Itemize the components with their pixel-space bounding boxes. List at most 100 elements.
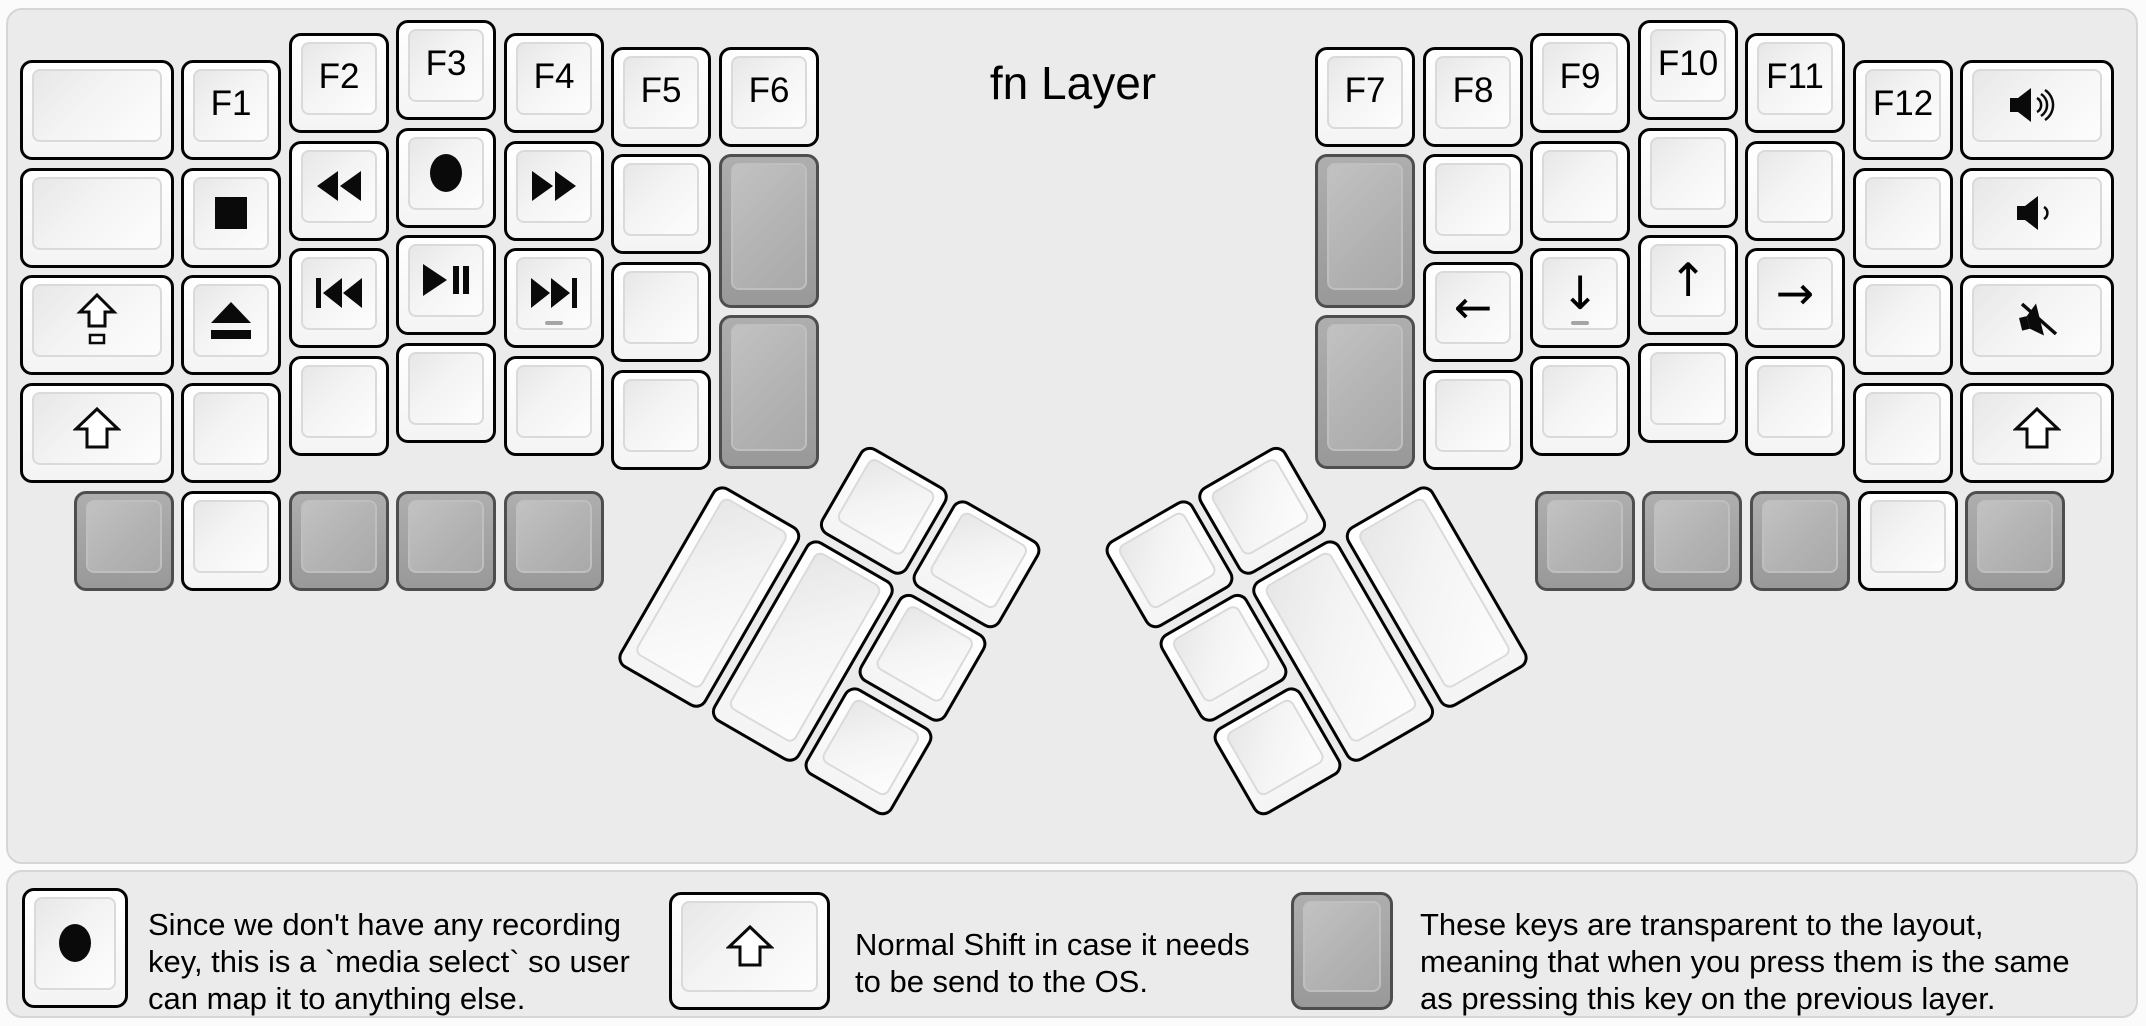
left-record-key[interactable] (396, 128, 496, 228)
right-transparent-key[interactable] (1750, 491, 1850, 591)
right-transparent-key[interactable] (1315, 315, 1415, 469)
keycap-surface (731, 163, 807, 290)
left-blank-key[interactable] (181, 383, 281, 483)
right-volume-up-key[interactable] (1960, 60, 2114, 160)
right-transparent-key[interactable] (1535, 491, 1635, 591)
right-f11-key[interactable]: F11 (1745, 33, 1845, 133)
legend-panel (6, 870, 2138, 1018)
keycap-surface (1650, 137, 1726, 210)
left-transparent-key[interactable] (719, 154, 819, 308)
left-f6-key[interactable]: F6 (719, 47, 819, 147)
left-eject-key[interactable] (181, 275, 281, 375)
right-f7-key[interactable]: F7 (1315, 47, 1415, 147)
left-transparent-key[interactable] (504, 491, 604, 591)
left-transparent-key[interactable] (74, 491, 174, 591)
keycap-surface (1865, 392, 1941, 465)
left-transparent-key[interactable] (396, 491, 496, 591)
right-f8-key[interactable]: F8 (1423, 47, 1523, 147)
left-play-pause-key[interactable] (396, 235, 496, 335)
keycap-surface (1435, 271, 1511, 344)
right-arrow-down-key[interactable]: ↓ (1530, 248, 1630, 348)
keycap-surface (1327, 56, 1403, 129)
right-arrow-up-key[interactable]: ↑ (1638, 235, 1738, 335)
right-arrow-left-key[interactable]: ← (1423, 262, 1523, 362)
keycap-surface (1865, 69, 1941, 142)
keycap-surface (1977, 500, 2053, 573)
left-shift-key[interactable] (20, 383, 174, 483)
keycap-surface (1757, 150, 1833, 223)
legend-line: as pressing this key on the previous lay… (1420, 981, 1996, 1016)
keycap-surface (516, 42, 592, 115)
left-prev-track-key[interactable] (289, 248, 389, 348)
left-caps-shift-key[interactable] (20, 275, 174, 375)
key-label: F11 (1766, 57, 1824, 96)
right-blank-key[interactable] (1638, 343, 1738, 443)
right-blank-key[interactable] (1853, 383, 1953, 483)
right-transparent-key[interactable] (1315, 154, 1415, 308)
left-blank-key[interactable] (289, 356, 389, 456)
left-blank-key[interactable] (396, 343, 496, 443)
keycap-surface (1224, 696, 1327, 799)
right-blank-key[interactable] (1638, 128, 1738, 228)
left-f4-key[interactable]: F4 (504, 33, 604, 133)
right-blank-key[interactable] (1530, 141, 1630, 241)
key-label: F4 (533, 57, 575, 96)
legend-text-transparent: These keys are transparent to the layout… (1420, 906, 2070, 1017)
arrow-down-icon: ↓ (1533, 246, 1627, 340)
left-blank-key[interactable] (611, 154, 711, 254)
left-f3-key[interactable]: F3 (396, 20, 496, 120)
right-f10-key[interactable]: F10 (1638, 20, 1738, 120)
left-blank-key[interactable] (504, 356, 604, 456)
right-blank-key[interactable] (1853, 275, 1953, 375)
arrow-up-icon: ↑ (1641, 233, 1735, 327)
right-mute-key[interactable] (1960, 275, 2114, 375)
left-transparent-key[interactable] (289, 491, 389, 591)
right-volume-down-key[interactable] (1960, 168, 2114, 268)
left-blank-key[interactable] (181, 491, 281, 591)
left-f2-key[interactable]: F2 (289, 33, 389, 133)
shift-icon (23, 381, 171, 475)
caps-shift-icon (23, 273, 171, 367)
left-blank-key[interactable] (611, 262, 711, 362)
right-blank-key[interactable] (1853, 168, 1953, 268)
right-blank-key[interactable] (1858, 491, 1958, 591)
left-blank-key[interactable] (611, 370, 711, 470)
right-blank-key[interactable] (1745, 141, 1845, 241)
eject-icon (184, 273, 278, 367)
keycap-surface (834, 456, 938, 558)
right-f9-key[interactable]: F9 (1530, 33, 1630, 133)
left-blank-key[interactable] (20, 168, 174, 268)
key-label: F9 (1559, 57, 1601, 96)
left-fast-forward-key[interactable] (504, 141, 604, 241)
keycap-surface (1327, 324, 1403, 451)
keycap-surface (1762, 500, 1838, 573)
right-blank-key[interactable] (1745, 356, 1845, 456)
left-f5-key[interactable]: F5 (611, 47, 711, 147)
left-rewind-key[interactable] (289, 141, 389, 241)
right-transparent-key[interactable] (1642, 491, 1742, 591)
left-f1-key[interactable]: F1 (181, 60, 281, 160)
key-label: F3 (425, 44, 467, 83)
legend-line: Normal Shift in case it needs (855, 927, 1250, 962)
keycap-surface (516, 150, 592, 223)
left-stop-key[interactable] (181, 168, 281, 268)
right-f12-key[interactable]: F12 (1853, 60, 1953, 160)
keycap-surface (1650, 244, 1726, 317)
volume-down-icon (1963, 166, 2111, 260)
keycap-surface (1435, 379, 1511, 452)
legend-text-shift: Normal Shift in case it needs to be send… (855, 926, 1250, 1000)
right-blank-key[interactable] (1530, 356, 1630, 456)
keycap-surface (623, 271, 699, 344)
right-arrow-right-key[interactable]: → (1745, 248, 1845, 348)
left-blank-key[interactable] (20, 60, 174, 160)
right-blank-key[interactable] (1423, 154, 1523, 254)
arrow-left-glyph: ← (1453, 280, 1493, 334)
right-transparent-key[interactable] (1965, 491, 2065, 591)
right-shift-key[interactable] (1960, 383, 2114, 483)
right-blank-key[interactable] (1423, 370, 1523, 470)
keycap-surface (193, 392, 269, 465)
left-next-track-key[interactable] (504, 248, 604, 348)
left-transparent-key[interactable] (719, 315, 819, 469)
volume-up-icon (1963, 58, 2111, 152)
